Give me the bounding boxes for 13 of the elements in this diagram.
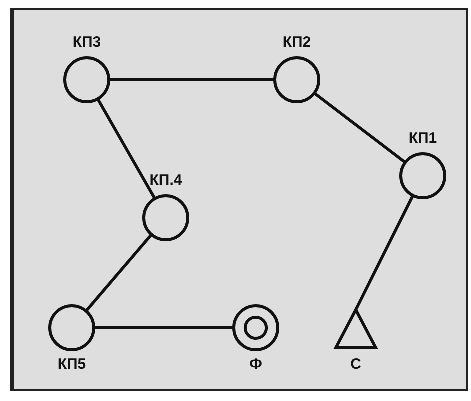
point-label: КП5 <box>58 356 86 373</box>
course-line <box>96 98 156 200</box>
course-line <box>314 92 406 164</box>
course-line <box>94 326 234 330</box>
point-label: КП.4 <box>150 172 182 189</box>
course-line <box>354 195 414 311</box>
point-label: КП2 <box>282 34 312 51</box>
course-line <box>109 78 275 82</box>
course-line <box>85 234 153 312</box>
point-label: КП3 <box>72 34 102 51</box>
point-label: Ф <box>250 356 262 373</box>
point-label: С <box>350 356 362 373</box>
point-label: КП1 <box>408 130 438 147</box>
